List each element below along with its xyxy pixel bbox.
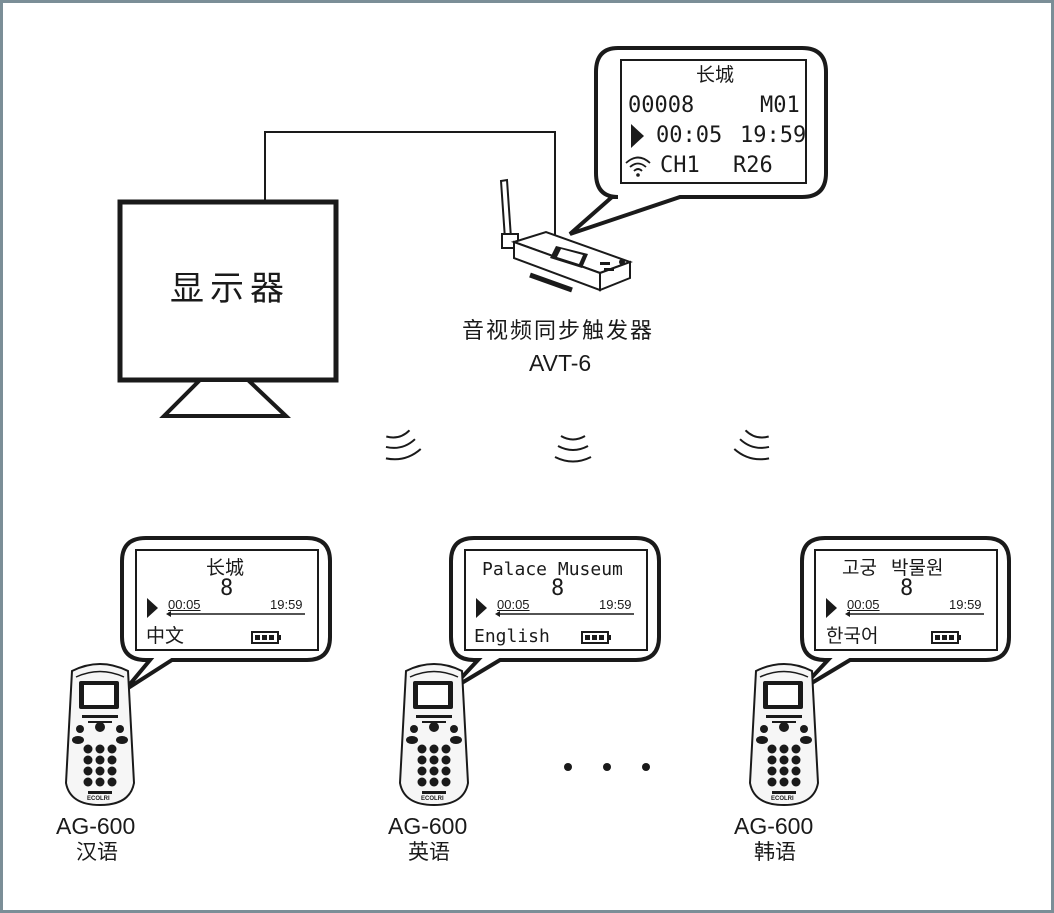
receiver-model: AG-600	[56, 813, 136, 839]
receiver-elapsed: 00:05	[847, 597, 880, 612]
receiver-language: 汉语	[76, 840, 118, 864]
trigger-name: 音视频同步触发器	[462, 319, 655, 344]
cable-line	[264, 131, 556, 238]
wifi-icon	[625, 156, 651, 177]
receiver-track: 8	[551, 576, 565, 601]
receiver-lcd	[814, 549, 998, 651]
receiver-device	[65, 663, 135, 806]
receiver-device	[399, 663, 469, 806]
trigger-lcd	[620, 59, 807, 184]
trigger-elapsed: 00:05	[656, 123, 723, 148]
receiver-lcd	[135, 549, 319, 651]
receiver-total: 19:59	[270, 597, 303, 612]
ellipsis-dot	[603, 763, 611, 771]
receiver-elapsed: 00:05	[497, 597, 530, 612]
wireless-wave-icon	[379, 427, 423, 464]
device-brand: ECOLRI	[421, 796, 444, 802]
receiver-model: AG-600	[388, 813, 468, 839]
receiver-language: 英语	[408, 840, 450, 864]
receiver-device	[749, 663, 819, 806]
receiver-track: 8	[900, 576, 914, 601]
receiver-total: 19:59	[599, 597, 632, 612]
receiver-screen-title: 고궁 박물원	[842, 557, 944, 579]
trigger-play-icon	[631, 124, 644, 148]
receiver-lcd	[464, 549, 648, 651]
monitor-label: 显示器	[170, 269, 290, 309]
trigger-screen-title: 长城	[696, 64, 735, 86]
receiver-screen-title: Palace Museum	[482, 559, 623, 580]
monitor-screen	[117, 199, 339, 383]
receiver-track: 8	[220, 576, 234, 601]
receiver-lang-label: 한국어	[826, 625, 879, 647]
receiver-elapsed: 00:05	[168, 597, 201, 612]
trigger-channel: CH1	[660, 153, 700, 178]
trigger-total: 19:59	[740, 123, 807, 148]
receiver-lcd-details	[147, 598, 984, 644]
ellipsis-dot	[564, 763, 572, 771]
wireless-wave-icon	[732, 427, 776, 464]
wireless-wave-icon	[554, 435, 592, 463]
monitor-stand	[159, 378, 292, 418]
trigger-model: AVT-6	[529, 350, 592, 376]
receiver-lang-label: 中文	[146, 625, 185, 647]
receiver-model: AG-600	[734, 813, 814, 839]
trigger-mode: M01	[760, 93, 800, 118]
receiver-lang-label: English	[474, 626, 550, 647]
device-brand: ECOLRI	[771, 796, 794, 802]
ellipsis-dot	[642, 763, 650, 771]
trigger-device	[499, 178, 633, 293]
trigger-range: R26	[733, 153, 773, 178]
trigger-counter: 00008	[628, 93, 695, 118]
receiver-language: 韩语	[754, 840, 796, 864]
receiver-screen-title: 长城	[206, 557, 245, 579]
receiver-total: 19:59	[949, 597, 982, 612]
device-brand: ECOLRI	[87, 796, 110, 802]
